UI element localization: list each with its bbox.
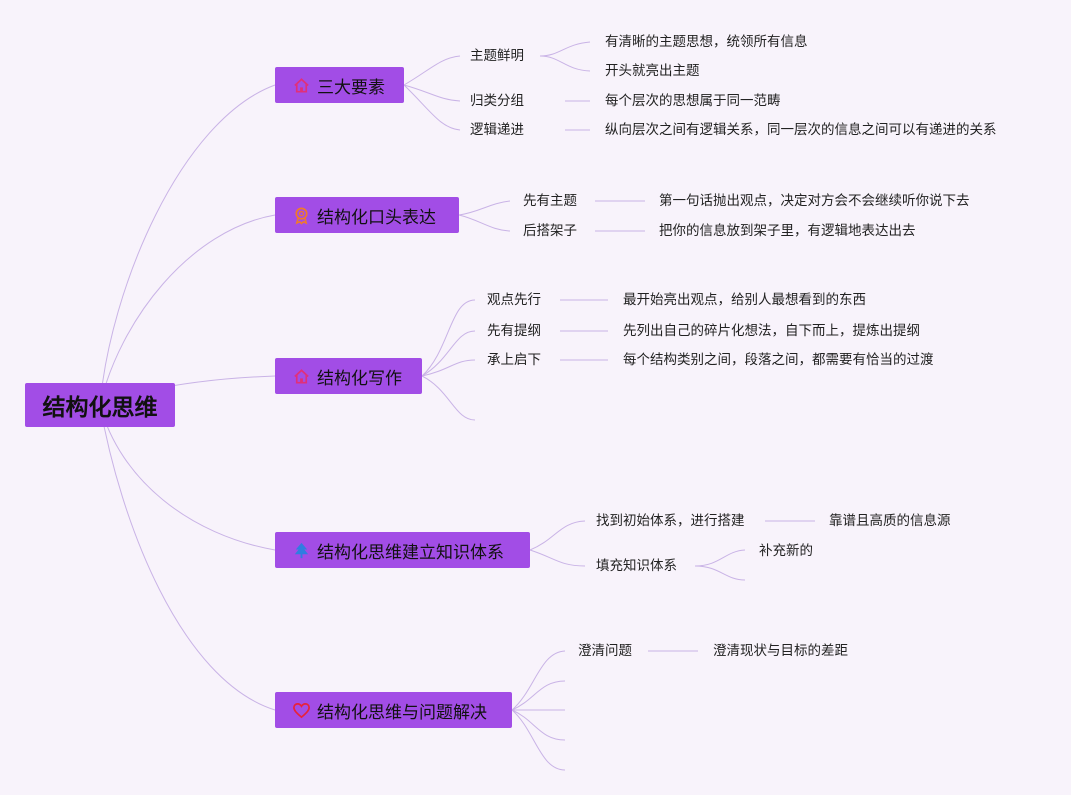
leaf-grouping[interactable]: 归类分组 [470, 93, 524, 109]
leaf-viewpoint-first[interactable]: 观点先行 [487, 292, 541, 308]
leaf-logic-progression[interactable]: 逻辑递进 [470, 122, 524, 138]
detail-topic-first-1[interactable]: 第一句话抛出观点，决定对方会不会继续听你说下去 [659, 193, 970, 209]
detail-topic-clear-2[interactable]: 开头就亮出主题 [605, 63, 700, 79]
home-icon [292, 76, 311, 95]
branch-label: 结构化思维与问题解决 [317, 702, 487, 723]
home-icon [292, 367, 311, 386]
branch-problem-solving[interactable]: 结构化思维与问题解决 [275, 692, 512, 728]
detail-outline-first-1[interactable]: 先列出自己的碎片化想法，自下而上，提炼出提纲 [623, 323, 920, 339]
root-label: 结构化思维 [42, 395, 158, 421]
detail-logic-progression-1[interactable]: 纵向层次之间有逻辑关系，同一层次的信息之间可以有递进的关系 [605, 122, 997, 138]
detail-transition-1[interactable]: 每个结构类别之间，段落之间，都需要有恰当的过渡 [623, 352, 934, 368]
detail-fill-system-1[interactable]: 补充新的 [759, 543, 813, 559]
branch-structured-writing[interactable]: 结构化写作 [275, 358, 422, 394]
tree-icon [292, 541, 311, 560]
root-node[interactable]: 结构化思维 [25, 383, 175, 427]
detail-initial-system-1[interactable]: 靠谱且高质的信息源 [829, 513, 951, 529]
branch-knowledge-system[interactable]: 结构化思维建立知识体系 [275, 532, 530, 568]
branch-label: 三大要素 [317, 77, 385, 98]
leaf-topic-clear[interactable]: 主题鲜明 [470, 48, 524, 64]
branch-label: 结构化思维建立知识体系 [317, 542, 504, 563]
branch-oral-expression[interactable]: 结构化口头表达 [275, 197, 459, 233]
medal-icon [292, 206, 311, 225]
leaf-clarify-problem[interactable]: 澄清问题 [578, 643, 632, 659]
detail-clarify-problem-1[interactable]: 澄清现状与目标的差距 [713, 643, 848, 659]
leaf-topic-first[interactable]: 先有主题 [523, 193, 577, 209]
leaf-build-frame[interactable]: 后搭架子 [523, 223, 577, 239]
detail-viewpoint-first-1[interactable]: 最开始亮出观点，给别人最想看到的东西 [623, 292, 866, 308]
heart-icon [292, 701, 311, 720]
leaf-initial-system[interactable]: 找到初始体系，进行搭建 [596, 513, 745, 529]
detail-build-frame-1[interactable]: 把你的信息放到架子里，有逻辑地表达出去 [659, 223, 916, 239]
leaf-transition[interactable]: 承上启下 [487, 352, 541, 368]
branch-three-elements[interactable]: 三大要素 [275, 67, 404, 103]
detail-topic-clear-1[interactable]: 有清晰的主题思想，统领所有信息 [605, 34, 808, 50]
branch-label: 结构化口头表达 [317, 207, 436, 228]
branch-label: 结构化写作 [317, 368, 402, 389]
leaf-outline-first[interactable]: 先有提纲 [487, 323, 541, 339]
detail-grouping-1[interactable]: 每个层次的思想属于同一范畴 [605, 93, 781, 109]
leaf-fill-system[interactable]: 填充知识体系 [596, 558, 677, 574]
